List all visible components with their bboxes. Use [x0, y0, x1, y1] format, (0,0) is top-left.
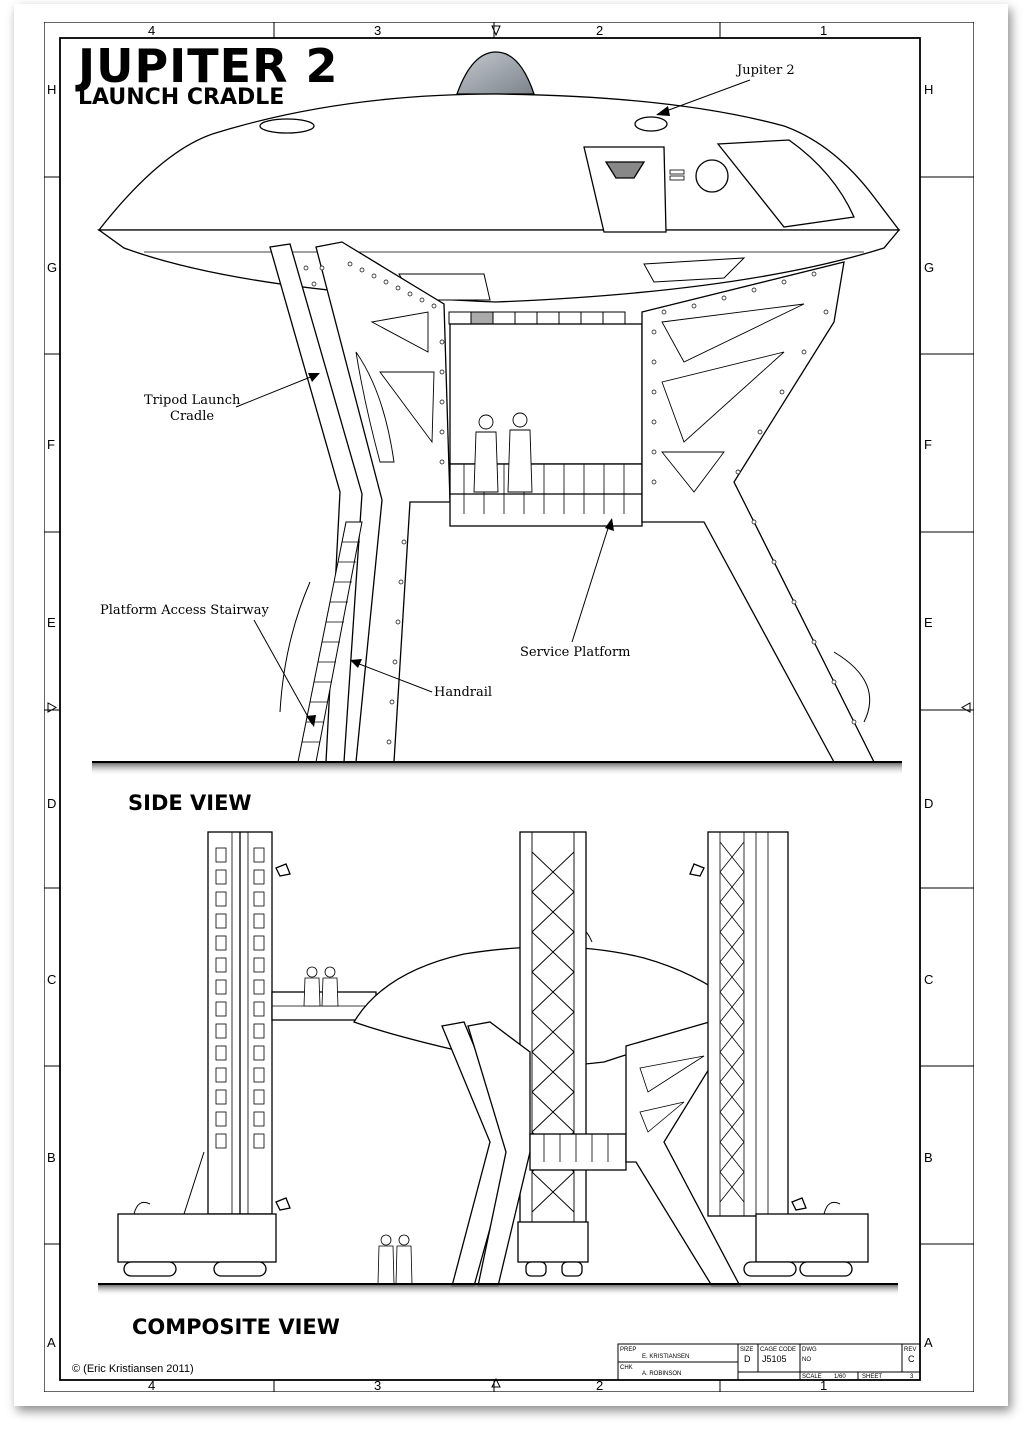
- drawing-title: JUPITER 2: [75, 39, 339, 93]
- callout-ship-arrow: [656, 106, 670, 116]
- row-label-right-e: E: [924, 615, 933, 630]
- composite-view: [98, 831, 898, 1296]
- tb-prep-value: E. KRISTIANSEN: [642, 1354, 689, 1360]
- tb-rev-value: C: [908, 1354, 915, 1364]
- row-label-right-c: C: [924, 972, 933, 987]
- right-base: [755, 1213, 869, 1263]
- row-label-left-h: H: [47, 82, 56, 97]
- center-markers: [47, 25, 971, 1388]
- floodlight-left-top: [275, 863, 291, 877]
- row-label-left-c: C: [47, 972, 56, 987]
- row-label-right-a: A: [924, 1335, 933, 1350]
- tb-size-label: SIZE: [740, 1347, 753, 1353]
- floodlight-left-bottom: [275, 1197, 291, 1211]
- title-block: [617, 1343, 921, 1381]
- side-view: [92, 51, 902, 776]
- column-ticks: [44, 22, 974, 1392]
- composite-leg-left-2: [467, 1021, 531, 1287]
- callout-handrail: Handrail: [434, 685, 492, 700]
- col-label-top-3: 3: [374, 23, 381, 38]
- left-track-2: [213, 1261, 267, 1277]
- figures-side: [473, 412, 533, 493]
- floodlight-right-top: [689, 863, 705, 877]
- right-leg-rivets: [651, 271, 857, 725]
- floodlight-right-bottom: [791, 1197, 807, 1211]
- col-label-top-2: 2: [596, 23, 603, 38]
- tb-chk-value: A. ROBINSON: [642, 1371, 681, 1377]
- composite-view-label: COMPOSITE VIEW: [132, 1315, 340, 1339]
- row-label-right-d: D: [924, 796, 933, 811]
- tb-chk-label: CHK: [620, 1365, 633, 1371]
- left-track-1: [123, 1261, 177, 1277]
- callout-tripod-2: Cradle: [170, 409, 214, 424]
- callout-handrail-arrow: [350, 659, 362, 668]
- row-label-right-g: G: [924, 260, 934, 275]
- tb-dwg-label: DWG: [802, 1347, 817, 1353]
- col-label-bottom-1: 1: [820, 1378, 827, 1392]
- ship-dome: [456, 51, 535, 95]
- tb-rev-label: REV: [904, 1347, 916, 1353]
- stair-handrail: [279, 581, 311, 713]
- callout-stairway: Platform Access Stairway: [100, 603, 269, 618]
- callout-stairway-arrow: [306, 715, 316, 727]
- callout-service-arrow: [605, 518, 614, 531]
- tb-cage-label: CAGE CODE: [760, 1347, 796, 1353]
- callout-tripod-arrow: [308, 373, 320, 382]
- row-label-left-d: D: [47, 796, 56, 811]
- callout-service: Service Platform: [520, 645, 630, 660]
- upper-hatch-right: [634, 116, 668, 132]
- right-track-1: [743, 1261, 797, 1277]
- inner-border: [59, 37, 921, 1381]
- tb-scale-value: 1/60: [834, 1374, 846, 1380]
- row-label-right-f: F: [924, 437, 932, 452]
- composite-platform: [529, 1133, 627, 1171]
- hull-door: [583, 146, 667, 233]
- tb-scale-label: SCALE: [802, 1374, 822, 1380]
- center-base: [517, 1221, 589, 1263]
- copyright: © (Eric Kristiansen 2011): [72, 1363, 194, 1375]
- col-label-top-4: 4: [148, 23, 155, 38]
- left-tower-ladder: [215, 847, 265, 1149]
- col-label-bottom-3: 3: [374, 1378, 381, 1392]
- row-label-right-b: B: [924, 1150, 933, 1165]
- col-label-bottom-4: 4: [148, 1378, 155, 1392]
- row-label-left-g: G: [47, 260, 57, 275]
- ground-side: [92, 762, 902, 776]
- drawing-sheet: 4 3 2 1 4 3 2 1 H G F E D C B A H G F E …: [14, 4, 1008, 1406]
- row-label-right-h: H: [924, 82, 933, 97]
- left-base: [117, 1213, 277, 1263]
- row-label-left-a: A: [47, 1335, 56, 1350]
- ship-viewport: [716, 139, 855, 228]
- door-window: [604, 161, 646, 179]
- col-label-bottom-2: 2: [596, 1378, 603, 1392]
- ground-composite: [98, 1284, 898, 1296]
- blueprint-canvas: 4 3 2 1 4 3 2 1 H G F E D C B A H G F E …: [43, 21, 975, 1393]
- tb-cage-value: J5105: [762, 1354, 787, 1364]
- hull-porthole: [695, 159, 729, 193]
- tb-sheet-label: SHEET: [862, 1374, 882, 1380]
- row-label-left-b: B: [47, 1150, 56, 1165]
- col-label-top-1: 1: [820, 23, 827, 38]
- tb-sheet-value: 3: [910, 1374, 914, 1380]
- tb-prep-label: PREP: [620, 1347, 636, 1353]
- row-label-left-f: F: [47, 437, 55, 452]
- center-tower: [519, 831, 587, 1241]
- figures-ground: [377, 1234, 413, 1285]
- left-leg-rivets: [303, 261, 445, 745]
- figures-walkway: [303, 966, 339, 1007]
- airlock-lights: [448, 311, 626, 325]
- row-label-left-e: E: [47, 615, 56, 630]
- callout-tripod-1: Tripod Launch: [144, 393, 241, 408]
- right-tower-truss: [719, 832, 769, 1216]
- upper-hatch-left: [259, 118, 315, 134]
- tb-dwg-value: NO: [802, 1357, 811, 1363]
- callout-ship: Jupiter 2: [735, 63, 795, 78]
- drawing-subtitle: LAUNCH CRADLE: [78, 85, 284, 110]
- side-view-label: SIDE VIEW: [128, 791, 252, 815]
- right-track-2: [799, 1261, 853, 1277]
- tb-size-value: D: [744, 1354, 751, 1364]
- drawing-frame: 4 3 2 1 4 3 2 1 H G F E D C B A H G F E …: [43, 21, 975, 1393]
